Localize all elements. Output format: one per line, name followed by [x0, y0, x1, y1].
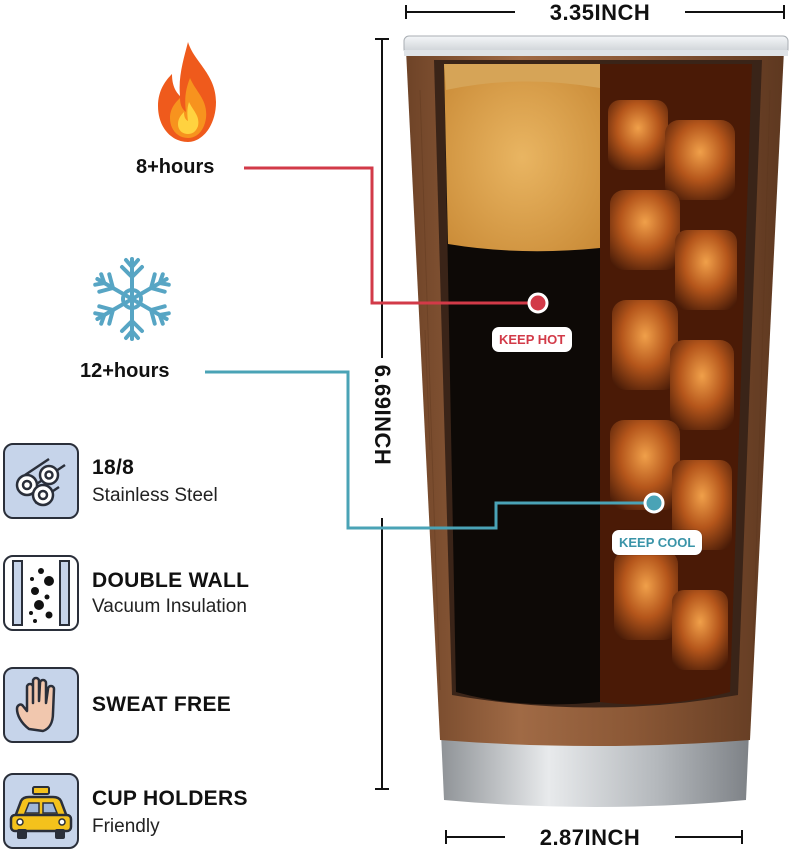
feature-title: 18/8 [92, 456, 135, 479]
height-dimension: 6.69INCH [368, 38, 398, 790]
double-wall-icon [3, 555, 79, 631]
feature-sweat-free: SWEAT FREE [0, 664, 340, 744]
feature-cup-holders: CUP HOLDERS Friendly [0, 770, 340, 850]
car-icon [3, 773, 79, 849]
flame-icon [150, 40, 226, 144]
hot-hours-label: 8+hours [136, 156, 215, 178]
feature-subtitle: Vacuum Insulation [92, 596, 247, 617]
feature-subtitle: Stainless Steel [92, 485, 218, 506]
top-width-dimension: 3.35INCH [405, 0, 785, 26]
cold-hours-label: 12+hours [80, 360, 170, 382]
bottom-width-dimension: 2.87INCH [445, 825, 743, 850]
feature-double-wall: DOUBLE WALL Vacuum Insulation [0, 552, 340, 632]
top-width-label: 3.35INCH [549, 0, 651, 25]
bottom-width-label: 2.87INCH [539, 825, 641, 850]
feature-title: CUP HOLDERS [92, 787, 248, 810]
feature-subtitle: Friendly [92, 816, 160, 837]
feature-title: DOUBLE WALL [92, 569, 250, 592]
hand-icon [3, 667, 79, 743]
feature-title: SWEAT FREE [92, 693, 232, 716]
steel-pipes-icon [3, 443, 79, 519]
keep-cool-badge: KEEP COOL [612, 530, 703, 555]
keep-hot-badge: KEEP HOT [492, 327, 573, 352]
feature-stainless-steel: 18/8 Stainless Steel [0, 440, 340, 520]
snowflake-icon [82, 254, 182, 344]
